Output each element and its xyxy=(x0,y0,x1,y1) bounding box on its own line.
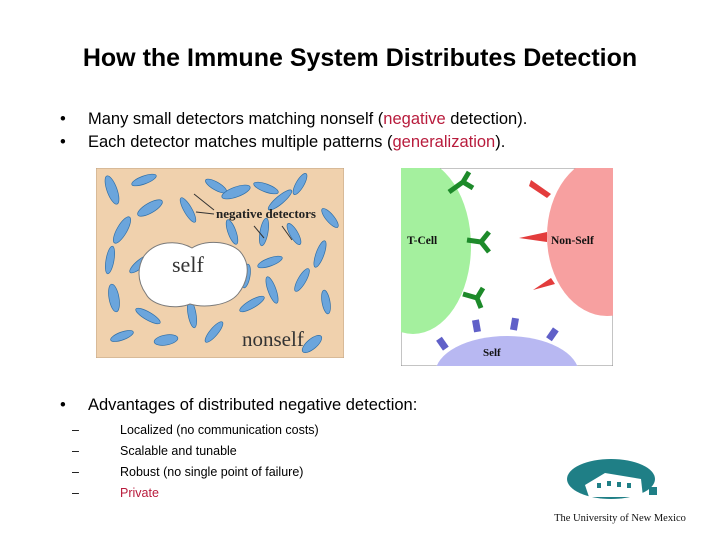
dash-marker: – xyxy=(72,423,79,437)
dash-marker: – xyxy=(72,465,79,479)
self-cell-body xyxy=(436,336,578,366)
sub-item: – Private xyxy=(72,483,319,504)
nonself-label: nonself xyxy=(242,327,304,351)
highlight-term: generalization xyxy=(392,133,496,151)
tcell-body xyxy=(401,168,471,334)
negative-detectors-label: negative detectors xyxy=(216,206,316,221)
cell-interaction-figure: T-Cell Non-Self Self xyxy=(401,168,613,366)
sub-item: – Robust (no single point of failure) xyxy=(72,462,319,483)
dash-marker: – xyxy=(72,486,79,500)
self-markers xyxy=(436,317,559,351)
bullet-item: • Each detector matches multiple pattern… xyxy=(60,131,527,154)
self-region xyxy=(138,241,248,308)
bullet-text: Many small detectors matching nonself (n… xyxy=(88,110,528,128)
nonself-antigens xyxy=(519,180,555,290)
bullet-item: • Many small detectors matching nonself … xyxy=(60,108,527,131)
dash-marker: – xyxy=(72,444,79,458)
tcell-receptors xyxy=(447,170,491,309)
logo-caption: The University of New Mexico xyxy=(554,513,686,524)
sub-item-text: Robust (no single point of failure) xyxy=(120,465,304,479)
advantages-bullet: • Advantages of distributed negative det… xyxy=(60,396,417,415)
slide-title: How the Immune System Distributes Detect… xyxy=(82,44,638,72)
advantages-sublist: – Localized (no communication costs) – S… xyxy=(72,420,319,504)
sub-item-text: Private xyxy=(120,486,159,500)
bullet-list: • Many small detectors matching nonself … xyxy=(60,108,527,154)
detector-space-figure: negative detectors self nonself xyxy=(96,168,344,358)
bullet-marker: • xyxy=(60,110,66,128)
bullet-text: Each detector matches multiple patterns … xyxy=(88,133,506,151)
bullet-marker: • xyxy=(60,396,66,414)
nonself-cell-label: Non-Self xyxy=(551,235,594,247)
sub-item-text: Localized (no communication costs) xyxy=(120,423,319,437)
advantages-text: Advantages of distributed negative detec… xyxy=(88,396,418,414)
nonself-cell-body xyxy=(547,168,613,316)
tcell-label: T-Cell xyxy=(407,235,437,247)
sub-item-text: Scalable and tunable xyxy=(120,444,237,458)
pointer-arrows xyxy=(193,193,293,241)
highlight-term: negative xyxy=(383,110,446,128)
self-label: self xyxy=(172,252,204,277)
bullet-marker: • xyxy=(60,133,66,151)
self-cell-label: Self xyxy=(483,347,501,359)
sub-item: – Scalable and tunable xyxy=(72,441,319,462)
unm-logo: The University of New Mexico xyxy=(554,459,686,524)
sub-item: – Localized (no communication costs) xyxy=(72,420,319,441)
